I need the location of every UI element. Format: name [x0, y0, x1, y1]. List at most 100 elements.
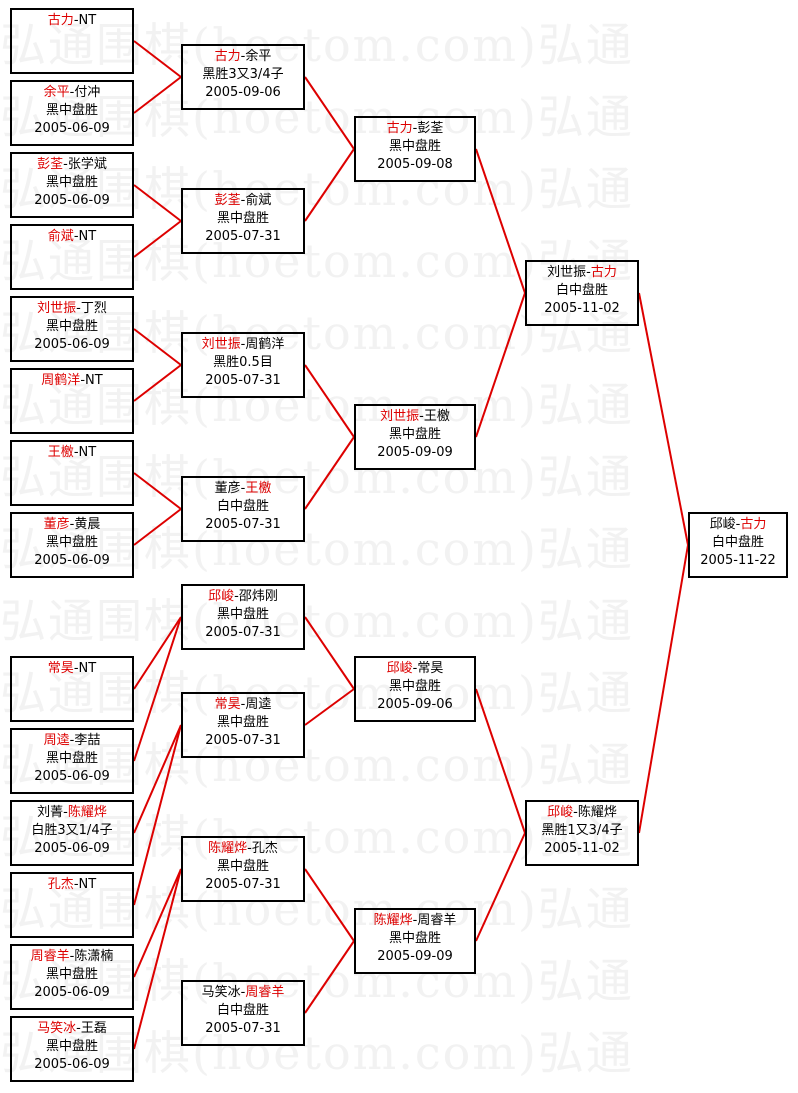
- players-separator: -: [586, 265, 591, 280]
- bracket-connector-line: [133, 40, 182, 78]
- player-one-name: 邱峻: [547, 805, 574, 820]
- player-two-name: 古力: [590, 265, 617, 280]
- players-row: 邱峻-陈耀烨: [527, 804, 637, 822]
- players-separator: -: [240, 481, 246, 496]
- match-result: 黑中盘胜: [45, 103, 98, 118]
- player-one-name: 古力: [214, 49, 241, 64]
- bracket-connector-line: [133, 724, 182, 834]
- players-row: 常昊-NT: [12, 660, 132, 678]
- match-date: 2005-06-09: [34, 769, 110, 784]
- players-separator: -: [419, 409, 424, 424]
- match-result: 黑中盘胜: [216, 715, 269, 730]
- match-date: 2005-07-31: [205, 733, 281, 748]
- bracket-connector-line: [475, 832, 526, 942]
- players-row: 周逵-李喆: [12, 732, 132, 750]
- match-result: 黑中盘胜: [45, 1039, 98, 1054]
- players-separator: -: [412, 661, 418, 676]
- player-two-name: 周睿羊: [417, 913, 457, 928]
- player-two-name: 古力: [740, 517, 767, 532]
- bracket-connector-line: [133, 220, 182, 258]
- bracket-connector-line: [133, 868, 182, 978]
- bracket-connector-line: [475, 292, 526, 438]
- match-date: 2005-11-22: [700, 553, 776, 568]
- player-two-name: NT: [78, 229, 97, 244]
- bracket-connector-line: [304, 436, 355, 510]
- player-one-name: 王檄: [47, 445, 74, 460]
- players-row: 董彦-黄晨: [12, 516, 132, 534]
- player-two-name: 周鹤洋: [245, 337, 285, 352]
- match-box: 古力-NT: [10, 8, 134, 74]
- players-separator: -: [240, 337, 246, 352]
- match-result: 白中盘胜: [216, 499, 269, 514]
- player-two-name: NT: [78, 445, 97, 460]
- player-one-name: 董彦: [43, 517, 70, 532]
- players-separator: -: [247, 841, 252, 856]
- player-two-name: 黄晨: [74, 517, 101, 532]
- players-separator: -: [69, 733, 75, 748]
- player-two-name: 陈潇楠: [74, 949, 114, 964]
- match-date: 2005-09-09: [377, 445, 453, 460]
- players-separator: -: [76, 301, 81, 316]
- player-two-name: 陈耀烨: [577, 805, 617, 820]
- bracket-connector-line: [304, 148, 355, 222]
- players-row: 孔杰-NT: [12, 876, 132, 894]
- bracket-connector-line: [133, 616, 182, 762]
- match-date: 2005-06-09: [34, 121, 110, 136]
- bracket-connector-line: [475, 148, 526, 294]
- player-one-name: 邱峻: [386, 661, 413, 676]
- players-separator: -: [63, 805, 68, 820]
- players-row: 陈耀烨-周睿羊: [356, 912, 474, 930]
- bracket-connector-line: [133, 364, 182, 402]
- players-separator: -: [573, 805, 578, 820]
- players-separator: -: [73, 661, 79, 676]
- players-separator: -: [73, 445, 79, 460]
- bracket-connector-line: [304, 364, 355, 438]
- player-two-name: 张学斌: [67, 157, 107, 172]
- match-date: 2005-07-31: [205, 625, 281, 640]
- match-date: 2005-09-08: [377, 157, 453, 172]
- bracket-connector-line: [133, 724, 182, 906]
- player-one-name: 古力: [47, 13, 74, 28]
- player-two-name: 李喆: [74, 733, 101, 748]
- player-one-name: 俞斌: [47, 229, 74, 244]
- player-one-name: 邱峻: [709, 517, 736, 532]
- player-two-name: 常昊: [417, 661, 444, 676]
- bracket-connector-line: [638, 292, 689, 546]
- player-one-name: 余平: [43, 85, 70, 100]
- players-separator: -: [735, 517, 741, 532]
- players-row: 周睿羊-陈潇楠: [12, 948, 132, 966]
- match-box: 周逵-李喆黑中盘胜 2005-06-09: [10, 728, 134, 794]
- match-result: 黑中盘胜: [216, 859, 269, 874]
- match-date: 2005-06-09: [34, 1057, 110, 1072]
- players-row: 彭荃-俞斌: [183, 192, 303, 210]
- match-box: 俞斌-NT: [10, 224, 134, 290]
- players-separator: -: [240, 49, 246, 64]
- players-row: 马笑冰-周睿羊: [183, 984, 303, 1002]
- player-two-name: NT: [85, 373, 103, 388]
- bracket-connector-line: [304, 688, 355, 726]
- players-row: 古力-余平: [183, 48, 303, 66]
- player-two-name: NT: [78, 13, 97, 28]
- player-two-name: 俞斌: [245, 193, 272, 208]
- player-one-name: 刘世振: [547, 265, 587, 280]
- players-separator: -: [69, 949, 75, 964]
- match-date: 2005-07-31: [205, 1021, 281, 1036]
- match-date: 2005-06-09: [34, 337, 110, 352]
- match-result: 黑中盘胜: [45, 751, 98, 766]
- players-separator: -: [234, 589, 239, 604]
- bracket-connector-line: [133, 508, 182, 546]
- players-separator: -: [240, 985, 246, 1000]
- players-row: 常昊-周逵: [183, 696, 303, 714]
- player-one-name: 周鹤洋: [41, 373, 81, 388]
